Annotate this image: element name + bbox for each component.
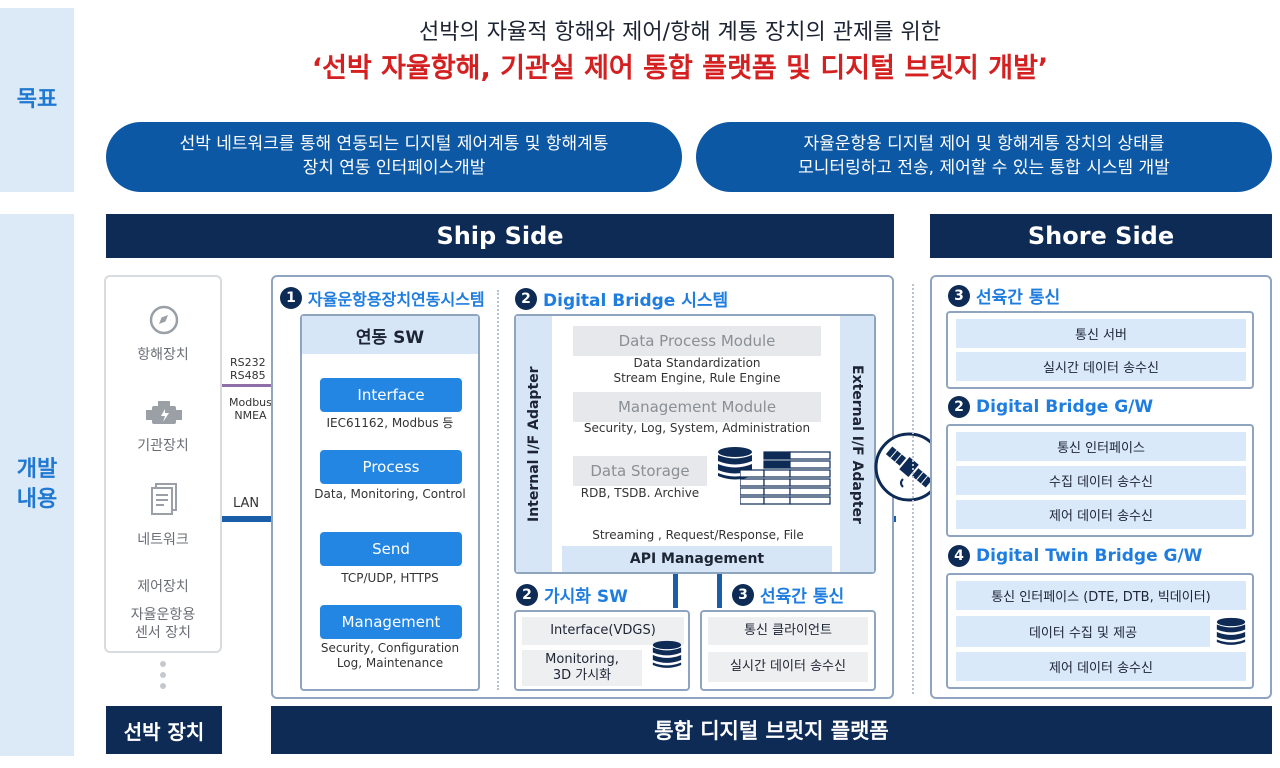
more-dots — [159, 660, 167, 694]
process-block: Process — [320, 450, 462, 484]
send-block: Send — [320, 532, 462, 566]
device-panel — [104, 275, 222, 653]
device-network: 네트워크 — [137, 532, 189, 548]
db-gw-num: 2 — [948, 396, 970, 418]
section2-title-text: Digital Bridge 시스템 — [543, 291, 729, 311]
api-management-bar: API Management — [562, 546, 832, 572]
interface-block: Interface — [320, 378, 462, 412]
section2-title: 2 Digital Bridge 시스템 — [515, 286, 728, 311]
comm-connector — [717, 574, 722, 608]
satellite-icon — [873, 431, 945, 507]
dt-gw-database-icon — [1214, 617, 1248, 651]
device-engine: 기관장치 — [137, 438, 189, 454]
vis-sw-title: 2 가시화 SW — [516, 582, 628, 607]
engine-icon — [144, 398, 184, 434]
section2-num: 2 — [515, 287, 537, 310]
section1-title: 1 자율운항용장치연동시스템 — [280, 286, 485, 310]
header-subtitle: 선박의 자율적 항해와 제어/항해 계통 장치의 관제를 위한 — [419, 20, 941, 45]
vis-sw-title-text: 가시화 SW — [544, 587, 628, 607]
vis-connector — [673, 574, 678, 608]
dt-gw-control-row: 제어 데이터 송수신 — [956, 652, 1246, 681]
device-nav: 항해장치 — [137, 347, 189, 363]
rs-label: RS232 RS485 — [230, 356, 266, 383]
vis-interface-row: Interface(VDGS) — [522, 617, 684, 645]
ship-comm-num: 3 — [732, 583, 754, 606]
dev-label: 개발 내용 — [0, 214, 74, 756]
platform-bar: 통합 디지털 브릿지 플랫폼 — [271, 706, 1272, 754]
ship-side-bar: Ship Side — [106, 214, 894, 258]
management-caption: Security, Configuration Log, Maintenance — [320, 641, 460, 670]
compass-icon — [148, 304, 180, 340]
external-adapter: External I/F Adapter — [840, 316, 874, 572]
db-gw-title: 2 Digital Bridge G/W — [948, 396, 1153, 418]
shore-side-bar: Shore Side — [930, 214, 1272, 258]
db-gw-interface-row: 통신 인터페이스 — [956, 432, 1246, 461]
goal-pill-1: 선박 네트워크를 통해 연동되는 디지털 제어계통 및 항해계통 장치 연동 인… — [106, 122, 682, 192]
modbus-label: Modbus NMEA — [229, 396, 272, 423]
shore-realtime-row: 실시간 데이터 송수신 — [956, 352, 1246, 381]
vis-monitoring-row: Monitoring, 3D 가시화 — [522, 650, 642, 686]
management-module-caption: Security, Log, System, Administration — [583, 421, 811, 435]
device-control: 제어장치 — [137, 579, 189, 595]
comm-client-row: 통신 클라이언트 — [708, 617, 868, 645]
digital-bridge-box — [514, 314, 876, 574]
ship-device-bar: 선박 장치 — [106, 706, 222, 754]
db-gw-collect-row: 수집 데이터 송수신 — [956, 466, 1246, 495]
vis-database-icon — [650, 640, 684, 674]
section1-num: 1 — [280, 287, 302, 309]
streaming-caption: Streaming , Request/Response, File — [592, 528, 804, 542]
document-stack-icon — [148, 482, 180, 522]
comm-realtime-row: 실시간 데이터 송수신 — [708, 652, 868, 682]
send-caption: TCP/UDP, HTTPS — [341, 571, 439, 585]
interface-caption: IEC61162, Modbus 등 — [326, 416, 454, 430]
shore-comm-num: 3 — [948, 284, 970, 307]
section1-title-text: 자율운항용장치연동시스템 — [308, 290, 485, 309]
ship-comm-title: 3 선육간 통신 — [732, 582, 844, 607]
management-module: Management Module — [573, 392, 821, 422]
process-caption: Data, Monitoring, Control — [314, 487, 466, 501]
db-gw-control-row: 제어 데이터 송수신 — [956, 500, 1246, 529]
device-sensor: 자율운항용 센서 장치 — [130, 607, 196, 642]
dt-gw-collect-row: 데이터 수집 및 제공 — [956, 616, 1210, 647]
management-block: Management — [320, 605, 462, 639]
vis-sw-num: 2 — [516, 583, 538, 606]
ship-divider — [497, 290, 499, 690]
dt-gw-title-text: Digital Twin Bridge G/W — [976, 546, 1203, 566]
side-divider — [912, 284, 914, 694]
dt-gw-title: 4 Digital Twin Bridge G/W — [948, 545, 1202, 567]
goal-pill-2: 자율운항용 디지털 제어 및 항해계통 장치의 상태를 모니터링하고 전송, 제… — [696, 122, 1272, 192]
dt-gw-num: 4 — [948, 545, 970, 567]
header-title: ‘선박 자율항해, 기관실 제어 통합 플랫폼 및 디지털 브릿지 개발’ — [311, 53, 1049, 84]
sw-header: 연동 SW — [302, 316, 478, 354]
data-process-caption: Data Standardization Stream Engine, Rule… — [613, 356, 781, 385]
data-storage-module: Data Storage — [573, 456, 707, 486]
dt-gw-interface-row: 통신 인터페이스 (DTE, DTB, 빅데이터) — [956, 581, 1246, 610]
archive-table-icon — [739, 450, 834, 514]
data-storage-caption: RDB, TSDB. Archive — [580, 486, 700, 500]
ship-comm-title-text: 선육간 통신 — [760, 587, 845, 607]
data-process-module: Data Process Module — [573, 326, 821, 356]
serial-line — [222, 384, 302, 387]
goal-label: 목표 — [0, 8, 74, 192]
db-gw-title-text: Digital Bridge G/W — [976, 397, 1154, 417]
internal-adapter: Internal I/F Adapter — [516, 316, 552, 572]
shore-comm-title-text: 선육간 통신 — [976, 288, 1061, 308]
shore-comm-title: 3 선육간 통신 — [948, 283, 1060, 308]
comm-server-row: 통신 서버 — [956, 319, 1246, 348]
lan-label: LAN — [233, 496, 260, 511]
